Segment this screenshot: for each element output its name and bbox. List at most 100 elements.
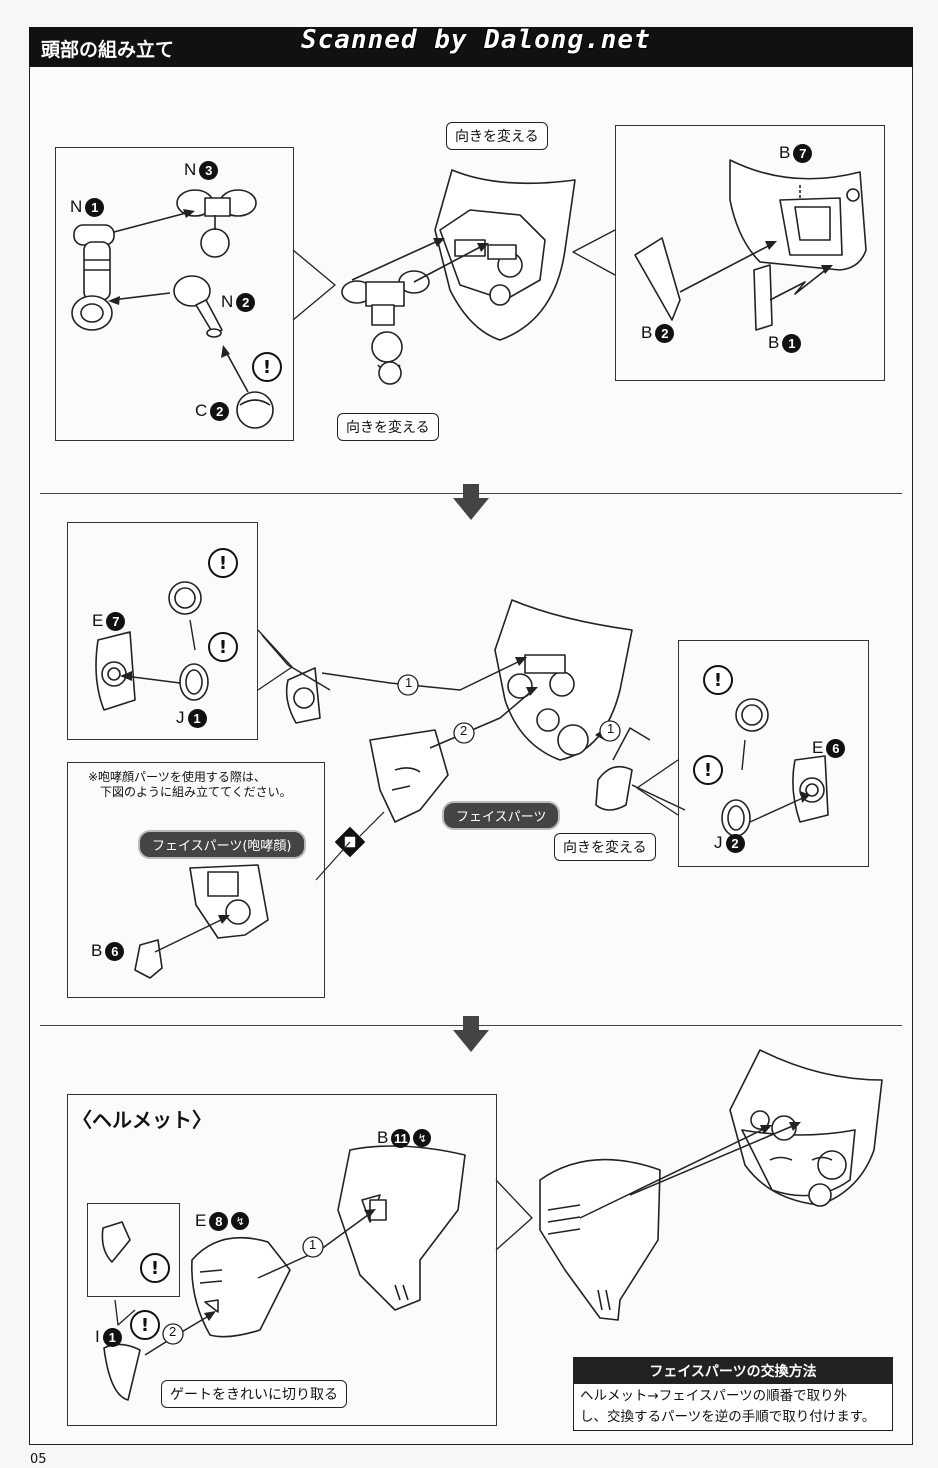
section-header: 頭部の組み立て Scanned by Dalong.net — [29, 25, 913, 67]
warning-icon: ! — [208, 632, 238, 662]
detail-box-neck — [55, 147, 294, 441]
label-n2-letter: N — [221, 292, 234, 311]
down-arrow-icon — [453, 484, 489, 520]
label-i1-letter: I — [95, 1327, 100, 1346]
part-j1 — [179, 663, 209, 701]
part-j1-detail — [168, 581, 202, 615]
label-b2-number: 2 — [655, 323, 675, 343]
step-badge-1 — [397, 674, 419, 696]
label-b1-letter: B — [768, 333, 780, 352]
step-badge-2 — [453, 722, 475, 744]
step-number-helmet-1: 1 — [309, 1237, 317, 1252]
label-b1-number: 1 — [782, 333, 802, 353]
label-n3-letter: N — [184, 160, 197, 179]
helmet-title: 〈ヘルメット〉 — [72, 1108, 212, 1132]
label-b11-number: 11 — [391, 1128, 411, 1148]
part-e7 — [95, 631, 136, 711]
step-number-1: 1 — [405, 675, 413, 690]
part-c2 — [236, 391, 274, 429]
head-frame-with-face — [494, 599, 633, 761]
gate-mark-icon: ↯ — [413, 1129, 432, 1147]
label-n3-number: 3 — [199, 160, 219, 180]
label-b6-number: 6 — [105, 941, 125, 961]
detail-box-i1 — [87, 1203, 180, 1297]
part-b2 — [634, 237, 681, 321]
roar-face-note: ※咆哮顔パーツを使用する際は、 下図のように組み立ててください。 — [88, 770, 292, 800]
callout-rotate-ear: 向きを変える — [554, 833, 656, 861]
page-number: 05 — [30, 1452, 47, 1467]
part-j2-detail — [735, 698, 769, 732]
page-title: 頭部の組み立て — [41, 39, 175, 61]
label-e6-number: 6 — [826, 738, 846, 758]
part-i1-detail — [101, 1221, 131, 1263]
detail-box-ear-left — [67, 522, 258, 740]
warning-icon: ! — [693, 755, 723, 785]
down-arrow-icon — [453, 1016, 489, 1052]
detail-box-head-shell — [615, 125, 885, 381]
warning-icon: ! — [208, 548, 238, 578]
label-n2-number: 2 — [236, 292, 256, 312]
part-n1 — [71, 224, 115, 331]
ear-part-e6-assembled — [595, 765, 633, 811]
step-number-1b: 1 — [607, 721, 615, 736]
detail-box-roar-face — [67, 762, 325, 998]
face-swap-title: フェイスパーツの交換方法 — [574, 1358, 892, 1384]
gate-mark-icon: ↯ — [231, 1212, 250, 1230]
helmet-assembled — [539, 1158, 661, 1321]
label-b2-letter: B — [641, 323, 653, 342]
part-b6 — [134, 939, 163, 979]
label-e8-letter: E — [195, 1211, 207, 1230]
detail-box-helmet — [67, 1094, 497, 1426]
callout-rotate-top: 向きを変える — [446, 122, 548, 150]
face-swap-body: ヘルメット→フェイスパーツの順番で取り外 し、交換するパーツを逆の手順で取り付け… — [574, 1384, 892, 1430]
part-j2 — [721, 799, 751, 837]
head-shell-b7 — [729, 159, 867, 271]
warning-icon: ! — [130, 1310, 160, 1340]
label-j2-letter: J — [714, 833, 723, 852]
ear-part-e7-assembled — [285, 667, 321, 724]
label-e6-letter: E — [812, 738, 824, 757]
face-swap-line2: し、交換するパーツを逆の手順で取り付けます。 — [580, 1409, 876, 1425]
head-with-face-final — [729, 1049, 883, 1207]
part-n2 — [173, 275, 223, 338]
warning-icon: ! — [703, 665, 733, 695]
part-n3 — [176, 189, 257, 258]
pill-roar-face: フェイスパーツ(咆哮顔) — [138, 830, 306, 859]
label-n1-number: 1 — [85, 197, 105, 217]
label-j1-letter: J — [176, 708, 185, 727]
label-c2-letter: C — [195, 401, 208, 420]
step-badge-1b — [599, 720, 621, 742]
neck-joint-part — [341, 270, 430, 385]
label-b7-letter: B — [779, 143, 791, 162]
label-b6-letter: B — [91, 941, 103, 960]
step-badge-helmet-2 — [162, 1323, 184, 1345]
warning-icon: ! — [252, 352, 282, 382]
label-e8-number: 8 — [209, 1211, 229, 1231]
roar-face-part — [189, 864, 269, 939]
callout-rotate-bottom: 向きを変える — [337, 413, 439, 441]
label-c2-number: 2 — [210, 401, 230, 421]
part-e8 — [191, 1236, 291, 1338]
face-part — [369, 729, 449, 823]
label-j1-number: 1 — [187, 708, 207, 728]
label-e7-number: 7 — [106, 611, 126, 631]
warning-icon: ! — [140, 1253, 170, 1283]
helmet-shell-b11 — [337, 1145, 466, 1311]
part-b1 — [753, 264, 773, 331]
label-n1-letter: N — [70, 197, 83, 216]
pill-face-parts: フェイスパーツ — [442, 801, 561, 830]
face-swap-instructions: フェイスパーツの交換方法 ヘルメット→フェイスパーツの順番で取り外 し、交換する… — [573, 1357, 893, 1431]
